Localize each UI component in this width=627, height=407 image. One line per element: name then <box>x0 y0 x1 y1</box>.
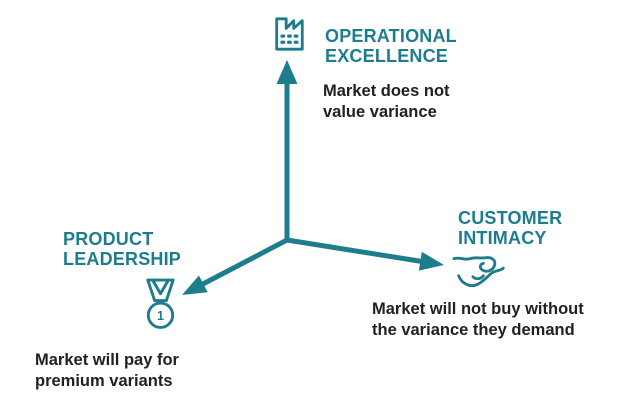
customer-intimacy-desc-line1: Market will not buy without <box>372 300 584 318</box>
customer-intimacy-desc-line2: the variance they demand <box>372 321 575 339</box>
product-leadership-desc: Market will pay for premium variants <box>35 350 179 392</box>
arrow-product-leadership <box>182 237 289 295</box>
operational-excellence-title: OPERATIONAL EXCELLENCE <box>325 26 457 66</box>
handshake-icon <box>452 250 509 293</box>
operational-excellence-desc: Market does not value variance <box>323 81 450 123</box>
operational-excellence-title-line2: EXCELLENCE <box>325 46 449 66</box>
factory-icon <box>271 15 307 53</box>
customer-intimacy-title: CUSTOMER INTIMACY <box>458 208 562 248</box>
operational-excellence-desc-line2: value variance <box>323 103 437 121</box>
arrow-customer-intimacy <box>286 237 444 271</box>
arrow-operational-excellence <box>276 60 298 241</box>
product-leadership-desc-line1: Market will pay for <box>35 351 179 369</box>
product-leadership-title-line1: PRODUCT <box>63 229 154 249</box>
product-leadership-title: PRODUCT LEADERSHIP <box>63 229 181 269</box>
product-leadership-title-line2: LEADERSHIP <box>63 249 182 269</box>
customer-intimacy-title-line1: CUSTOMER <box>458 208 563 228</box>
medal-icon: 1 <box>140 277 181 332</box>
operational-excellence-desc-line1: Market does not <box>323 82 450 100</box>
medal-number: 1 <box>157 309 164 323</box>
customer-intimacy-title-line2: INTIMACY <box>458 228 547 248</box>
operational-excellence-title-line1: OPERATIONAL <box>325 26 457 46</box>
product-leadership-desc-line2: premium variants <box>35 372 173 390</box>
customer-intimacy-desc: Market will not buy without the variance… <box>372 299 584 341</box>
